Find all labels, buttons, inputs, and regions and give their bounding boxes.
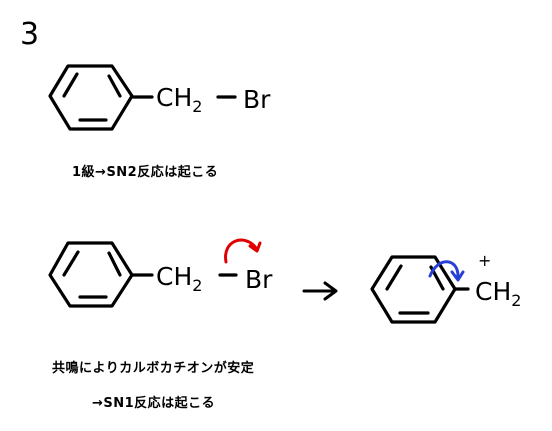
caption-reaction-1: 1級→SN2反応は起こる [72, 165, 219, 180]
caption-reaction-2-line-2: →SN1反応は起こる [92, 396, 216, 411]
reaction-arrow [302, 281, 338, 301]
ch2-group-1: CH2 [156, 83, 202, 116]
leaving-group-curved-arrow [224, 238, 262, 264]
benzene-ring-1 [48, 64, 134, 131]
ch2-group-2: CH2 [156, 262, 202, 295]
benzene-ring-2 [48, 241, 134, 308]
problem-number: 3 [20, 17, 39, 52]
resonance-curved-arrow [428, 260, 465, 282]
benzene-ring-3 [370, 255, 457, 324]
ch2-cation-group: CH2 [475, 277, 521, 310]
cation-charge: + [478, 251, 491, 270]
bromine-atom-2: Br [245, 265, 273, 294]
bromine-atom-1: Br [243, 85, 271, 114]
caption-reaction-2-line-1: 共鳴によりカルボカチオンが安定 [52, 361, 255, 376]
